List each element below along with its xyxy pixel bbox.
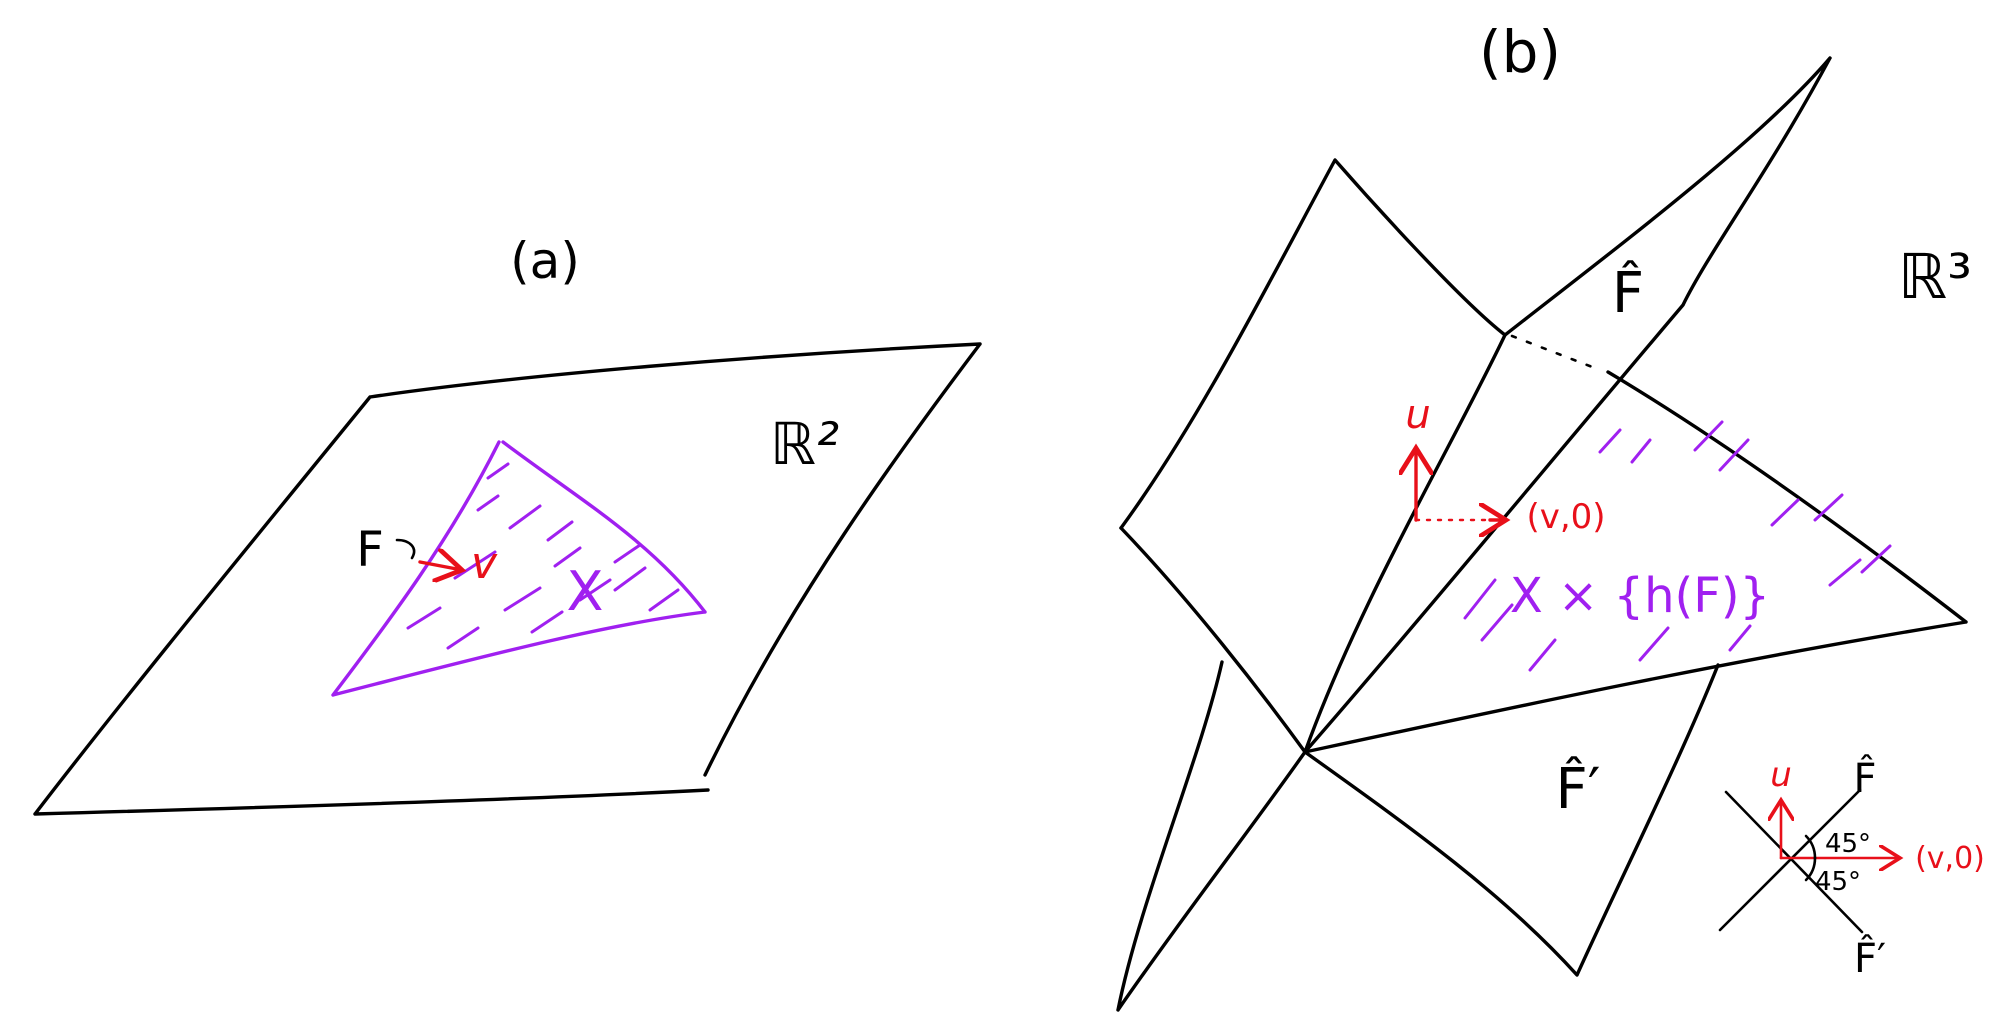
space-label-r3: ℝ³	[1898, 240, 1972, 313]
vector-label-u: u	[1405, 392, 1430, 438]
vector-label-v: v	[471, 538, 498, 589]
inset-label-f-hat: F̂	[1853, 754, 1876, 802]
plane-lift	[1303, 370, 1968, 754]
inset-angle-arc-upper	[1804, 834, 1817, 860]
panel-b: (b) ℝ³ X × {h(F)}	[1116, 18, 1972, 1012]
angle-inset: u (v,0) F̂ F̂′ 45° 45°	[1718, 754, 1985, 982]
vector-label-v0: (v,0)	[1526, 497, 1605, 537]
plane-r2	[33, 342, 982, 816]
inset-label-v0: (v,0)	[1915, 841, 1985, 876]
inset-label-f-hat-prime: F̂′	[1854, 934, 1886, 982]
inset-angle-upper: 45°	[1825, 829, 1871, 859]
set-label-x: X	[567, 560, 604, 623]
vector-v-arrow	[418, 562, 462, 570]
panel-b-title: (b)	[1479, 18, 1561, 86]
inset-plane-f-hat-prime-line	[1724, 790, 1864, 934]
inset-label-u: u	[1770, 755, 1792, 795]
inset-plane-f-hat-line	[1718, 788, 1862, 932]
plane-f-hat-prime	[1303, 663, 1720, 977]
panel-a-title: (a)	[510, 232, 580, 290]
inset-angle-arc-lower	[1804, 856, 1817, 882]
plane-f-hat-label: F̂	[1612, 261, 1644, 326]
space-label-r2: ℝ²	[770, 410, 839, 478]
lifted-set-label: X × {h(F)}	[1510, 568, 1770, 624]
set-x-outline	[331, 440, 707, 697]
panel-a: (a) ℝ² X F v	[33, 232, 982, 816]
hidden-edge	[1510, 334, 1602, 372]
lifted-set-hatching	[1463, 420, 1892, 672]
face-label-f: F	[356, 522, 384, 578]
plane-lower-left	[1116, 526, 1307, 1012]
face-pointer-icon	[395, 538, 416, 560]
plane-f-hat-prime-label: F̂′	[1556, 757, 1601, 822]
plane-f-hat	[1303, 56, 1832, 754]
inset-angle-lower: 45°	[1815, 867, 1861, 897]
plane-f-hat-back	[1119, 158, 1507, 530]
set-x-hatching	[406, 462, 680, 650]
